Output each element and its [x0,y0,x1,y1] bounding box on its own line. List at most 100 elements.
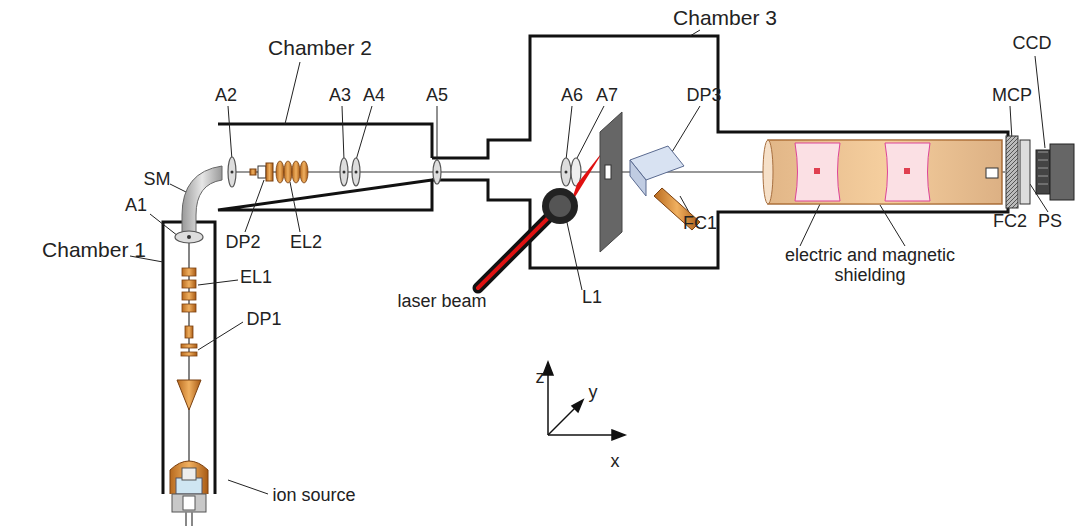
drawing-circle [355,171,358,174]
drawing-rect [172,494,206,512]
drawing-path [218,124,432,210]
drawing-rect [904,168,910,174]
drawing-path [186,512,192,526]
part-label: FC2 [993,212,1027,232]
drawing-path [198,322,243,350]
drawing-path [228,480,268,494]
drawing-path [572,400,583,412]
drawing-path [432,36,1008,268]
drawing-rect [183,496,195,510]
part-label: A4 [363,86,385,106]
drawing-path [566,218,582,290]
part-label: A1 [125,196,147,216]
drawing-rect [768,140,1002,204]
deflector-plate [600,112,622,252]
part-label: DP1 [246,310,281,330]
drawing-path [342,106,344,160]
drawing-path [1035,56,1045,148]
deflector-1 [181,326,197,356]
part-label: A6 [561,86,583,106]
drawing-rect [266,163,273,181]
drawing-path [880,205,905,246]
drawing-rect [258,166,266,178]
drawing-circle [542,188,578,224]
drawing-path [612,430,625,440]
einzel-lens-1 [182,268,196,312]
drawing-path [1010,106,1012,140]
part-label: A7 [596,86,618,106]
drawing-rect [185,326,193,338]
drawing-path [548,405,578,435]
mcp [1006,136,1018,208]
drawing-ellipse [352,158,360,186]
einzel-lens-2 [276,161,308,183]
drawing-circle [343,171,346,174]
shielding [763,140,1002,204]
drawing-ellipse [284,161,292,183]
drawing-path [170,461,208,494]
drawing-rect [182,280,196,288]
part-label: Chamber 1 [42,238,146,261]
drawing-path [800,204,820,246]
drawing-ellipse [340,158,348,186]
phosphor-screen [1020,140,1030,204]
axes [543,362,625,440]
drawing-circle [187,235,191,239]
faraday-cup-2 [986,168,998,178]
deflector-2 [250,163,273,181]
extraction-cone [177,380,201,410]
drawing-path [437,106,438,160]
part-label: A2 [215,86,237,106]
drawing-ellipse [228,157,236,187]
part-label: A3 [329,86,351,106]
plate-hole [605,165,611,179]
sector-magnet [182,166,222,240]
part-label: Chamber 2 [268,36,372,59]
drawing-circle [565,171,568,174]
drawing-rect [182,292,196,300]
part-label: SM [144,170,171,190]
drawing-rect [181,344,197,348]
part-label: z [536,368,545,388]
drawing-path [245,180,264,232]
drawing-circle [231,171,234,174]
part-label: DP3 [686,86,721,106]
drawing-path [566,106,572,160]
part-label: L1 [582,288,602,308]
leader-lines [130,30,1048,494]
drawing-ellipse [175,231,203,243]
drawing-rect [250,169,256,175]
part-label: DP2 [225,233,260,253]
drawing-path [548,434,615,436]
ccd-camera [1036,144,1074,200]
drawing-rect [182,468,196,480]
drawing-path [630,160,646,196]
drawing-path [795,143,840,201]
part-label: FC1 [683,214,717,234]
drawing-rect [768,140,1002,204]
part-label: A5 [426,86,448,106]
deflector-3 [630,146,684,196]
drawing-path [690,30,700,36]
part-label: Chamber 3 [673,6,777,29]
drawing-path [150,214,178,236]
drawing-rect [1036,150,1050,194]
drawing-circle [436,171,439,174]
drawing-path [547,372,549,435]
part-label: ion source [272,486,355,506]
drawing-path [228,106,232,160]
ion-source [170,461,208,526]
drawing-path [163,222,215,494]
drawing-ellipse [292,161,300,183]
aperture-holes [187,171,568,240]
part-label: PS [1038,212,1062,232]
drawing-rect [181,352,197,356]
drawing-path [672,106,700,152]
drawing-rect [814,168,820,174]
drawing-ellipse [763,140,773,204]
chamber-walls [163,36,1008,494]
drawing-rect [182,304,196,312]
drawing-ellipse [300,161,308,183]
drawing-ellipse [433,160,441,184]
